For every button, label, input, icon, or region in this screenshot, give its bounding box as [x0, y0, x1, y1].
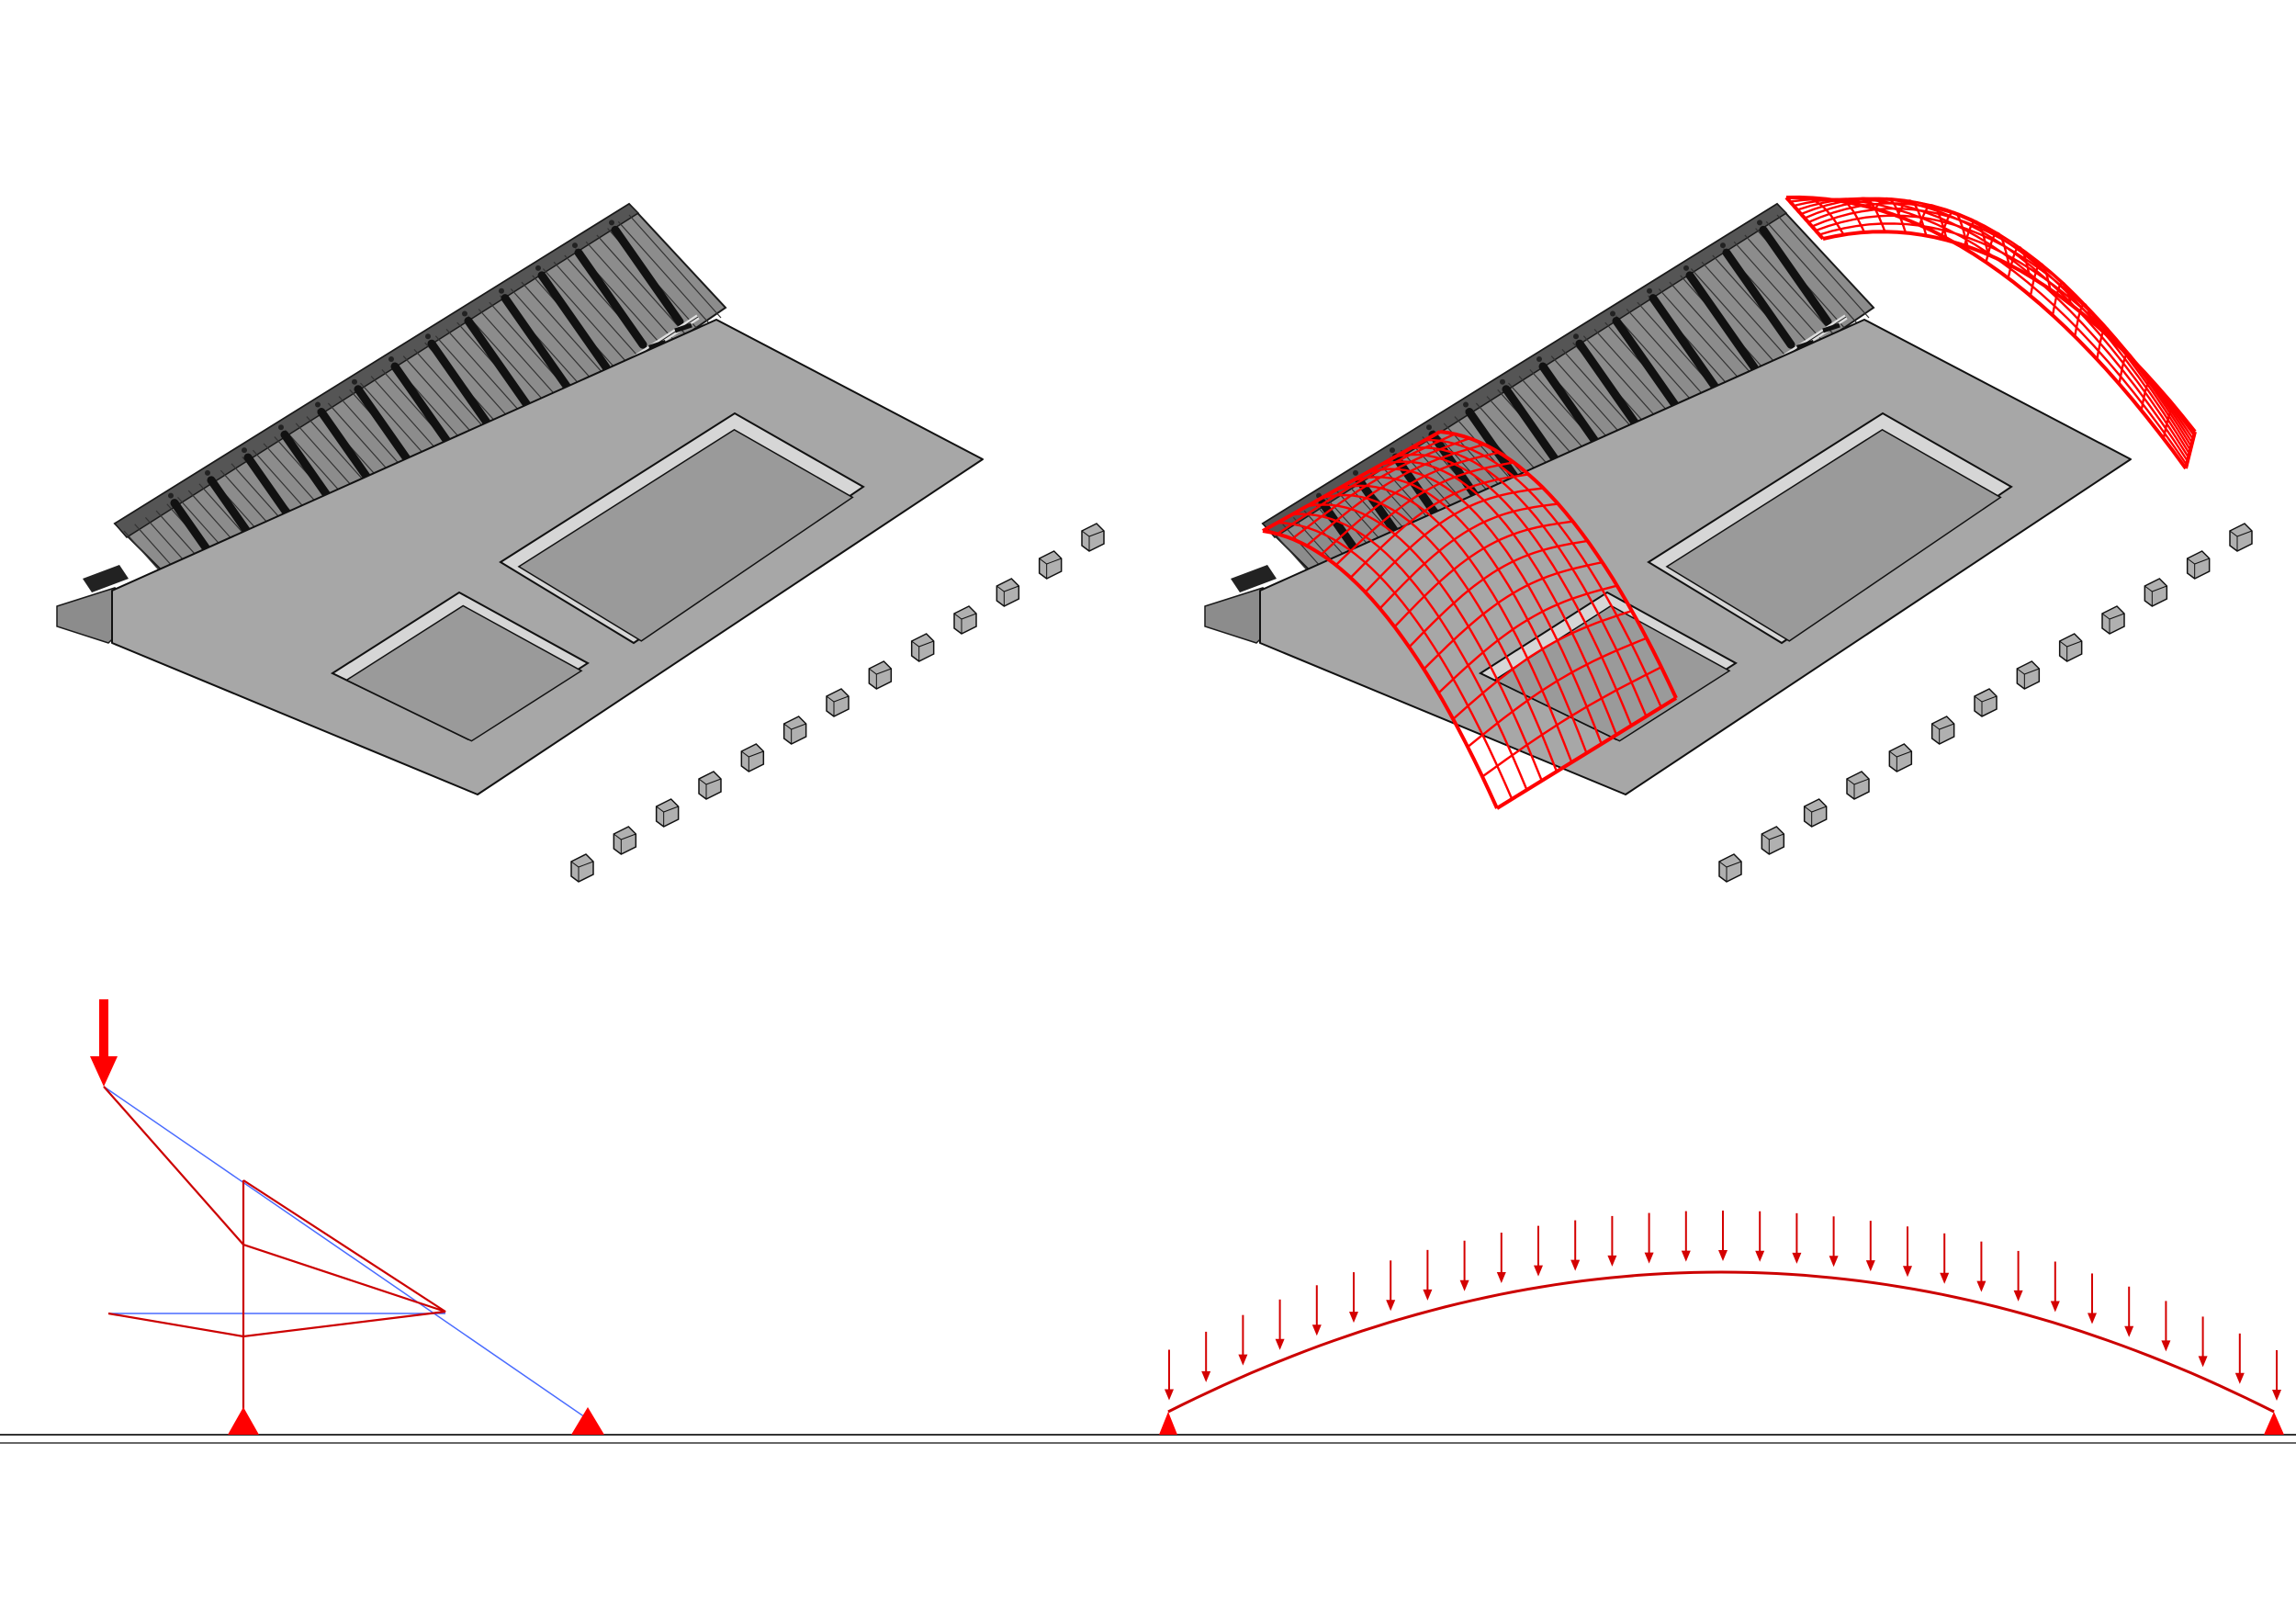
load-arrow	[1792, 1212, 1802, 1264]
stadium-isometric-with-shells	[1204, 195, 2253, 883]
load-arrow	[2272, 1350, 2281, 1401]
shell-right	[1784, 195, 2197, 470]
point-load-arrow	[90, 999, 118, 1087]
load-arrow	[1865, 1221, 1875, 1272]
foundation-block	[826, 688, 850, 717]
load-arrow	[2124, 1286, 2134, 1337]
load-arrow	[2198, 1316, 2208, 1368]
load-arrow	[2050, 1261, 2060, 1313]
foundation-block	[1081, 523, 1105, 552]
foundation-block	[1718, 853, 1742, 883]
load-arrow	[1238, 1314, 1248, 1366]
load-arrow	[1829, 1216, 1839, 1268]
load-arrow	[2234, 1333, 2245, 1384]
load-arrow	[2161, 1301, 2171, 1352]
foundation-block	[740, 743, 765, 772]
load-arrow	[1349, 1272, 1358, 1324]
load-arrow	[1534, 1225, 1543, 1277]
load-arrow	[1311, 1285, 1322, 1336]
arch-support-right	[2264, 1412, 2284, 1435]
pit-2	[330, 591, 590, 742]
foundation-block	[2144, 578, 2168, 607]
load-arrow	[1275, 1299, 1285, 1350]
pits	[1478, 411, 2013, 742]
support-left	[228, 1407, 259, 1435]
stadium-isometric-plain	[56, 202, 1105, 883]
pits	[330, 411, 865, 742]
arch-scheme	[1159, 1211, 2284, 1435]
foundation-block	[1038, 550, 1063, 580]
pit-1	[1647, 411, 2013, 645]
foundation-block	[613, 826, 637, 855]
foundation-block	[698, 771, 722, 800]
foundation-blocks	[1718, 523, 2253, 883]
foundation-block	[570, 853, 594, 883]
foundation-block	[2186, 550, 2211, 580]
foundation-block	[996, 578, 1020, 607]
foundation-block	[655, 798, 680, 828]
parabolic-arch	[1167, 1270, 2275, 1414]
load-arrow	[2013, 1250, 2023, 1302]
foundation-blocks	[570, 523, 1105, 883]
pit-1	[499, 411, 865, 645]
foundation-block	[2058, 633, 2083, 662]
load-arrow	[1644, 1212, 1654, 1264]
foundation-block	[1930, 716, 1955, 745]
foundation-block	[910, 633, 935, 662]
thrust-line	[103, 1086, 589, 1420]
foundation-block	[1888, 743, 1913, 772]
foundation-block	[2016, 660, 2041, 690]
load-arrow	[1940, 1233, 1950, 1284]
load-arrow	[2088, 1273, 2097, 1324]
load-arrow	[1607, 1215, 1617, 1267]
foundation-block	[953, 605, 977, 635]
distributed-load-arrows	[1165, 1211, 2281, 1401]
foundation-block	[1974, 688, 1998, 717]
load-arrow	[1681, 1211, 1691, 1262]
cantilever-scheme	[90, 999, 604, 1435]
load-arrow	[1386, 1260, 1396, 1312]
load-arrow	[1496, 1232, 1506, 1283]
foundation-block	[1803, 798, 1828, 828]
foundation-block	[1761, 826, 1785, 855]
ground-line	[0, 1434, 2296, 1444]
shell-left	[1262, 430, 1678, 810]
raked-strut	[103, 1086, 446, 1338]
support-right	[571, 1407, 604, 1435]
load-arrow	[1718, 1211, 1728, 1262]
foundation-block	[868, 660, 893, 690]
load-arrow	[1570, 1220, 1581, 1271]
load-arrow	[1976, 1241, 1986, 1292]
load-arrow	[1459, 1240, 1469, 1291]
load-arrow	[1903, 1226, 1912, 1278]
load-arrow	[1423, 1249, 1433, 1301]
foundation-block	[782, 716, 807, 745]
foundation-block	[2229, 523, 2253, 552]
load-arrow	[1755, 1211, 1765, 1262]
load-arrow	[1201, 1331, 1211, 1382]
foundation-block	[1846, 771, 1870, 800]
foundation-block	[2101, 605, 2125, 635]
load-arrow	[1165, 1349, 1174, 1401]
arch-support-left	[1159, 1412, 1177, 1435]
